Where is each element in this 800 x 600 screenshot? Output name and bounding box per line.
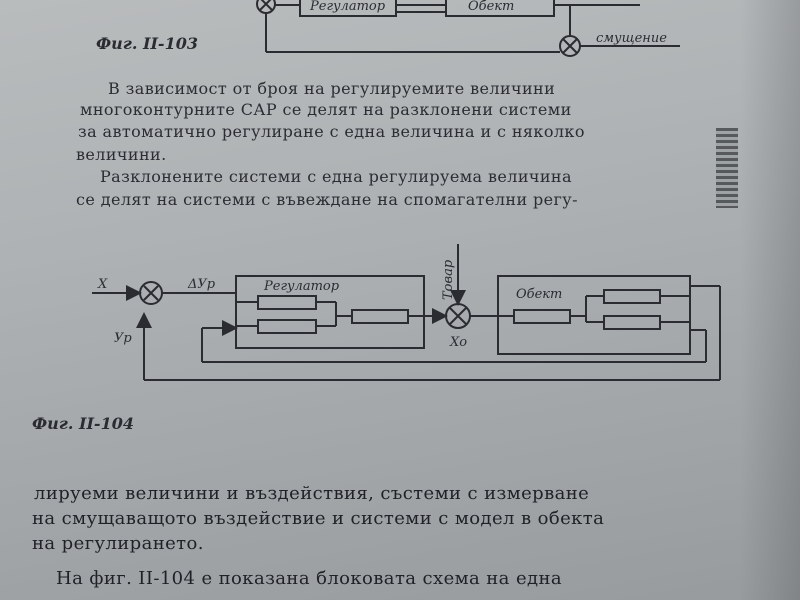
page-edge-mark: [716, 128, 738, 208]
regulator-element-1: [257, 295, 317, 310]
paragraph-2-line: се делят на системи с въвеждане на спома…: [76, 190, 578, 209]
summing-junction: [256, 0, 276, 14]
paragraph-1-line: В зависимост от броя на регулируемите ве…: [108, 79, 556, 98]
paragraph-3-line: На фиг. II-104 е показана блоковата схем…: [56, 568, 563, 589]
feedback-label: Ур: [114, 331, 132, 346]
object-element-2: [603, 289, 661, 304]
paragraph-3-line: на смущаващото въздействие и системи с м…: [32, 508, 605, 529]
error-label: ΔУр: [187, 277, 216, 292]
regulator-element-3: [351, 309, 409, 324]
regulator-label: Регулатор: [309, 0, 386, 14]
figure-104-diagram: X ΔУр Ур Регулатор Обект Xo Товар: [92, 244, 721, 381]
regulator-element-2: [257, 319, 317, 334]
regulator-label: Регулатор: [263, 279, 340, 294]
disturbance-label: смущение: [596, 31, 667, 46]
input-x-label: X: [97, 277, 108, 292]
paragraph-1-line: за автоматично регулиране с една величин…: [78, 122, 585, 141]
load-label: Товар: [441, 259, 456, 300]
object-label: Обект: [516, 287, 562, 302]
paragraph-3-line: лируеми величини и въздействия, състеми …: [34, 483, 590, 504]
paragraph-1-line: многоконтурните САР се делят на разклоне…: [80, 100, 572, 119]
paragraph-3-line: на регулирането.: [32, 533, 204, 554]
paragraph-2-line: Разклонените системи с една регулируема …: [100, 167, 572, 186]
object-input-label: Xo: [449, 335, 467, 350]
figure-104-caption: Фиг. II-104: [32, 414, 134, 433]
object-label: Обект: [468, 0, 514, 14]
object-element-3: [603, 315, 661, 330]
paragraph-1-line: величини.: [76, 145, 167, 164]
regulator-block: [235, 275, 425, 349]
figure-103-caption: Фиг. II-103: [96, 34, 198, 53]
object-element-1: [513, 309, 571, 324]
figure-103-diagram: Регулатор Обект смущение: [256, 0, 680, 57]
